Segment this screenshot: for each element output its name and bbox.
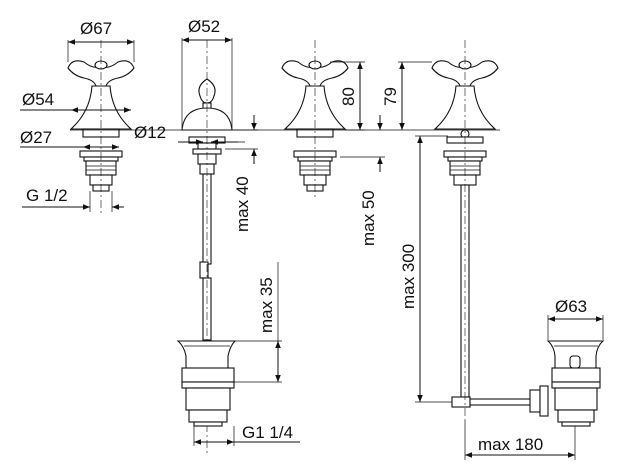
dimension-lines [20,37,604,460]
dim-g114: G1 1/4 [242,423,293,442]
basin-waste [176,340,237,427]
dim-h80: 80 [339,87,358,106]
dimension-labels: Ø67 Ø52 Ø54 Ø27 Ø12 G 1/2 80 79 max 40 m… [20,17,587,454]
dim-d52: Ø52 [188,17,220,36]
dim-h79: 79 [381,87,400,106]
dim-d63: Ø63 [555,297,587,316]
dim-max35: max 35 [257,277,276,333]
dim-g12: G 1/2 [26,186,68,205]
dim-max50: max 50 [359,190,378,246]
left-valve [67,40,135,215]
dim-d54: Ø54 [22,90,54,109]
dim-d67: Ø67 [80,19,112,38]
right-valve [281,40,349,200]
dim-max300: max 300 [399,244,418,309]
dim-d27: Ø27 [20,128,52,147]
dim-d12: Ø12 [134,123,166,142]
side-view [431,40,605,427]
centre-spout [181,40,233,455]
dim-max180: max 180 [478,435,543,454]
dim-max40: max 40 [233,176,252,232]
